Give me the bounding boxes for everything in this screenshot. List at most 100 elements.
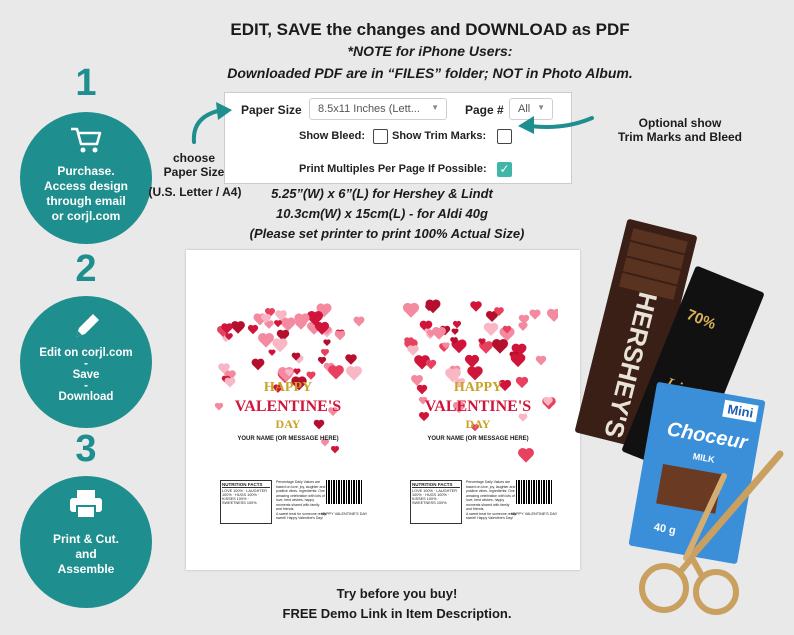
wrapper-footer-greeting: HAPPY VALENTINE'S DAY [320, 512, 368, 516]
heart-icon [324, 339, 331, 346]
heart-icon [468, 367, 482, 381]
paper-size-label: Paper Size [241, 103, 302, 117]
step-2-circle: Edit on corjl.com - Save - Download [20, 296, 152, 428]
header-note-detail: Downloaded PDF are in “FILES” folder; NO… [227, 65, 633, 81]
print-multiples-label: Print Multiples Per Page If Possible: [299, 163, 487, 175]
wrapper-day: DAY [275, 417, 301, 431]
heart-icon [426, 360, 436, 369]
heart-icon [335, 331, 345, 340]
heart-icon [354, 317, 364, 327]
step-2-line: Save [72, 369, 100, 381]
try-before-buy: Try before you buy! [336, 586, 458, 601]
heart-icon [248, 325, 257, 335]
sheet-preview: HAPPY VALENTINE'S DAY YOUR NAME (OR MESS… [186, 250, 580, 570]
dimensions-line-2: 10.3cm(W) x 15cm(L) - for Aldi 40g [276, 206, 488, 221]
heart-icon [404, 304, 418, 318]
heart-icon [306, 372, 315, 380]
show-trim-label: Show Trim Marks: [392, 130, 487, 142]
step-2-line: Download [58, 391, 114, 403]
header-note: *NOTE for iPhone Users: [347, 43, 513, 59]
wrapper-preview-right: HAPPY VALENTINE'S DAY YOUR NAME (OR MESS… [398, 250, 558, 540]
barcode-icon [326, 480, 362, 504]
cart-icon [20, 126, 152, 158]
step-3-line: Print & Cut. [53, 532, 119, 546]
heart-icon [530, 310, 540, 320]
heart-icon [329, 366, 343, 380]
checkmark-icon: ✓ [499, 162, 510, 176]
step-3-circle: Print & Cut. and Assemble [20, 476, 152, 608]
wrapper-valentines: VALENTINE'S [424, 398, 532, 415]
print-settings-panel: Paper Size 8.5x11 Inches (Lett... ▼ Page… [224, 92, 572, 184]
wrapper-name-line: YOUR NAME (OR MESSAGE HERE) [237, 436, 339, 442]
heart-icon [321, 349, 329, 357]
step-2-number: 2 [75, 248, 97, 290]
heart-icon [536, 356, 546, 366]
show-trim-checkbox[interactable] [497, 129, 512, 144]
heart-icon [493, 340, 507, 354]
mini-label: Mini [722, 399, 759, 423]
step-3-line: Assemble [57, 562, 115, 576]
wrapper-happy: HAPPY [453, 380, 503, 395]
step-3-line: and [75, 547, 97, 561]
arrow-to-paper-size-icon [191, 102, 232, 144]
heart-icon [484, 324, 497, 337]
print-multiples-checkbox[interactable]: ✓ [497, 162, 512, 177]
heart-icon [433, 328, 446, 340]
chevron-down-icon: ▼ [431, 103, 439, 112]
step-1-line: Access design [43, 179, 129, 193]
step-2-line: - [84, 358, 88, 370]
arrow-to-trim-marks-icon [518, 116, 594, 134]
heart-icon [519, 449, 533, 463]
wrapper-preview-left: HAPPY VALENTINE'S DAY YOUR NAME (OR MESS… [208, 250, 368, 540]
heart-icon [547, 310, 558, 322]
show-bleed-checkbox[interactable] [373, 129, 388, 144]
heart-icon [232, 322, 244, 334]
step-1-line: or corjl.com [51, 209, 121, 223]
dimensions-line-1: 5.25”(W) x 6”(L) for Hershey & Lindt [271, 186, 493, 201]
step-2-line: - [84, 380, 88, 392]
heart-icon [294, 368, 301, 375]
heart-icon [331, 447, 339, 454]
choose-annotation-sub: (U.S. Letter / A4) [148, 185, 242, 199]
lindt-pct-label: 70% [684, 306, 719, 334]
chevron-down-icon: ▼ [537, 103, 545, 112]
choose-annotation: choose Paper Size [163, 151, 225, 179]
wrapper-description: Percentage Daily Values are based on lov… [466, 480, 516, 520]
step-2-line: Edit on corjl.com [39, 347, 133, 359]
show-bleed-label: Show Bleed: [299, 130, 366, 142]
step-1-number: 1 [75, 62, 97, 104]
optional-annotation: Optional show Trim Marks and Bleed [617, 116, 743, 144]
heart-icon [453, 321, 461, 329]
heart-icon [252, 359, 264, 370]
dimensions-line-3: (Please set printer to print 100% Actual… [249, 226, 525, 241]
scissors-icon [639, 450, 784, 615]
heart-icon [471, 302, 481, 313]
wrapper-name-line: YOUR NAME (OR MESSAGE HERE) [427, 436, 529, 442]
wrapper-description: Percentage Daily Values are based on lov… [276, 480, 326, 520]
heart-icon [274, 321, 282, 328]
heart-icon [268, 349, 275, 356]
heart-icon [452, 328, 458, 335]
printer-icon [20, 488, 152, 524]
header-title: EDIT, SAVE the changes and DOWNLOAD as P… [230, 20, 630, 39]
heart-icon [346, 355, 357, 365]
wrapper-happy: HAPPY [263, 380, 313, 395]
heart-icon [443, 342, 450, 349]
wrapper-valentines: VALENTINE'S [234, 398, 342, 415]
paper-size-select[interactable]: 8.5x11 Inches (Lett... ▼ [309, 98, 447, 120]
heart-icon [511, 354, 525, 367]
heart-icon [259, 334, 274, 348]
wrapper-day: DAY [465, 417, 491, 431]
barcode-icon [516, 480, 552, 504]
pencil-icon [20, 312, 152, 346]
step-1-line: through email [46, 194, 126, 208]
page-number-label: Page # [465, 103, 504, 117]
step-1-line: Purchase. [57, 164, 115, 178]
wrapper-footer-greeting: HAPPY VALENTINE'S DAY [510, 512, 558, 516]
step-1-circle: Purchase. Access design through email or… [20, 112, 152, 244]
step-3-number: 3 [75, 428, 97, 470]
free-demo-link-text: FREE Demo Link in Item Description. [282, 606, 512, 621]
heart-icon [347, 367, 361, 381]
